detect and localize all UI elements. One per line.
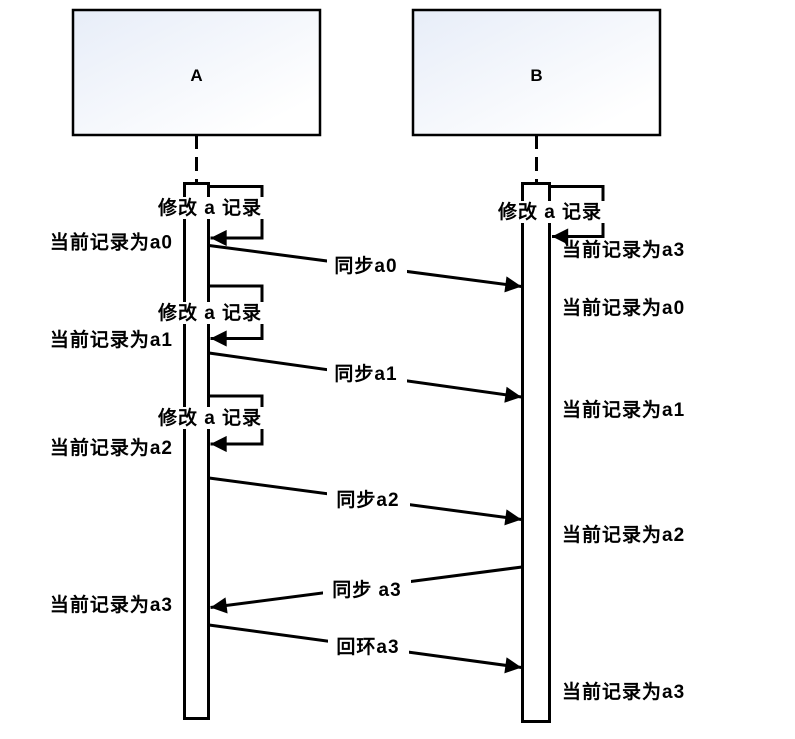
note-b-current-a2: 当前记录为a2 [562,523,685,546]
self-message-a2: 修改 a 记录 当前记录为a2 [50,394,269,459]
message-loop-a3-label: 回环a3 [336,636,399,658]
note-a-current-a0: 当前记录为a0 [50,231,173,254]
message-sync-a3-label-bg [323,579,411,600]
message-sync-a1-label-bg [327,363,407,384]
note-b-current-a3-top: 当前记录为a3 [562,238,685,261]
self-message-a2-label-bg [152,407,269,429]
self-message-b-label-bg [492,201,609,223]
self-message-a0-label: 修改 a 记录 [157,196,262,219]
self-message-a0: 修改 a 记录 当前记录为a0 [50,185,269,254]
self-message-b-label: 修改 a 记录 [497,200,602,223]
message-sync-a3: 同步 a3 当前记录为a3 [50,565,523,616]
message-sync-a2-label-bg [327,489,410,510]
self-message-a1: 修改 a 记录 当前记录为a1 [50,284,269,351]
message-loop-a3-label-bg [328,636,409,657]
self-message-b-a3: 修改 a 记录 当前记录为a3 [492,185,685,261]
activation-bar-a [183,182,210,720]
note-b-current-a0: 当前记录为a0 [562,296,685,319]
message-sync-a2-label: 同步a2 [336,489,399,511]
self-message-a2-label: 修改 a 记录 [157,406,262,429]
message-loop-a3: 回环a3 当前记录为a3 [208,623,685,703]
note-b-current-a3-bottom: 当前记录为a3 [562,680,685,703]
actor-a-rect [71,8,322,137]
self-message-a1-label-bg [152,302,269,324]
self-message-a1-label: 修改 a 记录 [157,301,262,324]
self-message-a0-label-bg [152,197,269,219]
note-b-current-a1: 当前记录为a1 [562,398,685,421]
message-sync-a1: 同步a1 当前记录为a1 [208,351,685,421]
message-sync-a1-label: 同步a1 [334,363,397,385]
message-sync-a0-label: 同步a0 [334,255,397,277]
message-sync-a3-label: 同步 a3 [332,579,401,601]
note-a-current-a2: 当前记录为a2 [50,436,173,459]
actor-b-label: B [530,66,542,85]
note-a-current-a3: 当前记录为a3 [50,593,173,616]
actor-box-a: A [71,8,322,137]
note-a-current-a1: 当前记录为a1 [50,328,173,351]
actor-b-rect [411,8,662,137]
message-sync-a0: 同步a0 当前记录为a0 [208,244,685,319]
message-sync-a0-label-bg [327,255,407,276]
actor-box-b: B [411,8,662,137]
message-sync-a2: 同步a2 当前记录为a2 [208,476,685,546]
activation-bar-b [521,182,551,723]
actor-a-label: A [190,66,202,85]
